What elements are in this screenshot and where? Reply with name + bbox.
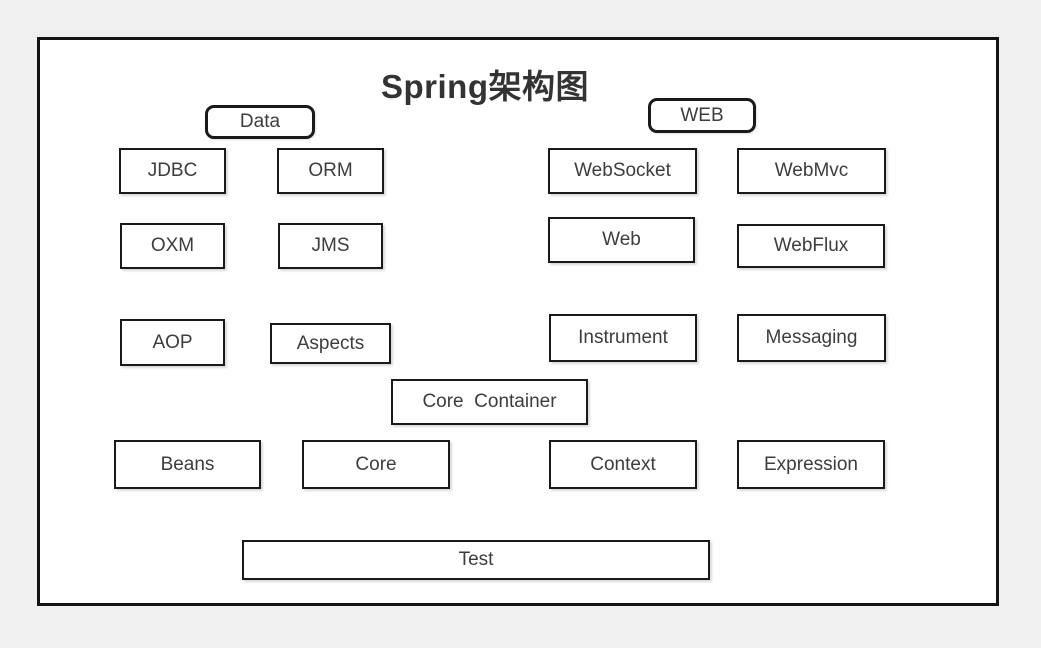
module-box-expression: Expression: [737, 440, 885, 489]
module-box-jdbc: JDBC: [119, 148, 226, 194]
module-box-core: Core: [302, 440, 450, 489]
module-box-test: Test: [242, 540, 710, 580]
module-box-webflux: WebFlux: [737, 224, 885, 268]
module-box-web: Web: [548, 217, 695, 263]
module-box-beans: Beans: [114, 440, 261, 489]
module-box-webmvc: WebMvc: [737, 148, 886, 194]
module-box-context: Context: [549, 440, 697, 489]
module-box-orm: ORM: [277, 148, 384, 194]
module-box-aspects: Aspects: [270, 323, 391, 364]
diagram-title: Spring架构图: [381, 68, 589, 105]
module-box-jms: JMS: [278, 223, 383, 269]
module-box-messaging: Messaging: [737, 314, 886, 362]
module-box-oxm: OXM: [120, 223, 225, 269]
module-box-aop: AOP: [120, 319, 225, 366]
module-box-websocket: WebSocket: [548, 148, 697, 194]
section-header-web: WEB: [648, 98, 756, 133]
module-box-instrument: Instrument: [549, 314, 697, 362]
module-box-core-container: Core Container: [391, 379, 588, 425]
section-header-data: Data: [205, 105, 315, 139]
